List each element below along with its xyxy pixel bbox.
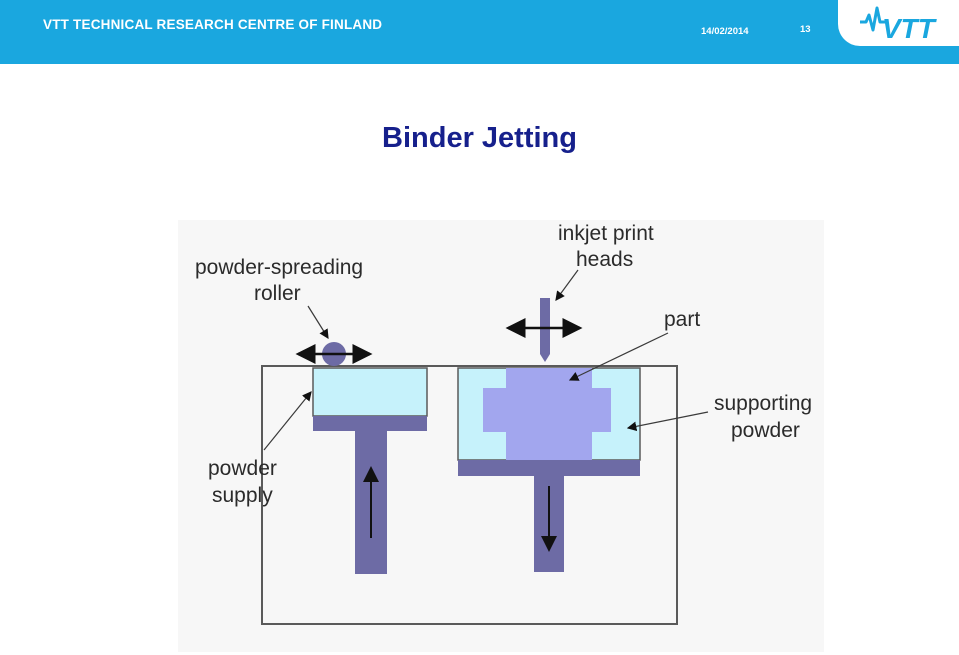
leader-line-heads	[555, 269, 579, 301]
supply-piston-plate	[313, 416, 427, 431]
slide-title: Binder Jetting	[382, 122, 577, 154]
build-piston-plate	[458, 460, 640, 476]
vtt-logo: VTT	[838, 0, 959, 46]
label-support-line2: powder	[731, 419, 800, 442]
leader-line-roller	[307, 305, 329, 340]
page-number: 13	[800, 24, 811, 35]
inkjet-print-head	[540, 298, 550, 362]
logo-pulse-icon	[860, 6, 886, 32]
organization-name: VTT TECHNICAL RESEARCH CENTRE OF FINLAND	[43, 17, 383, 32]
binder-jetting-diagram: powder-spreading roller inkjet print hea…	[178, 220, 824, 652]
printed-part-bottom	[506, 432, 592, 460]
machine-frame	[261, 365, 678, 625]
leader-line-part	[568, 332, 669, 381]
logo-text: VTT	[882, 13, 938, 44]
header-bar: VTT TECHNICAL RESEARCH CENTRE OF FINLAND…	[0, 0, 959, 64]
label-support-line1: supporting	[714, 392, 812, 415]
printed-part-middle	[483, 388, 611, 432]
label-supply-line1: powder	[208, 457, 277, 480]
label-roller-line1: powder-spreading	[195, 256, 363, 279]
label-roller-line2: roller	[254, 282, 301, 305]
printed-part-top	[506, 368, 592, 388]
label-heads-line2: heads	[576, 248, 633, 271]
label-heads-line1: inkjet print	[558, 222, 654, 245]
label-supply-line2: supply	[212, 484, 273, 507]
powder-supply-bed	[312, 367, 428, 417]
leader-line-supply	[263, 391, 312, 451]
label-part: part	[664, 308, 700, 331]
leader-line-support	[626, 411, 709, 432]
slide-date: 14/02/2014	[701, 26, 749, 37]
